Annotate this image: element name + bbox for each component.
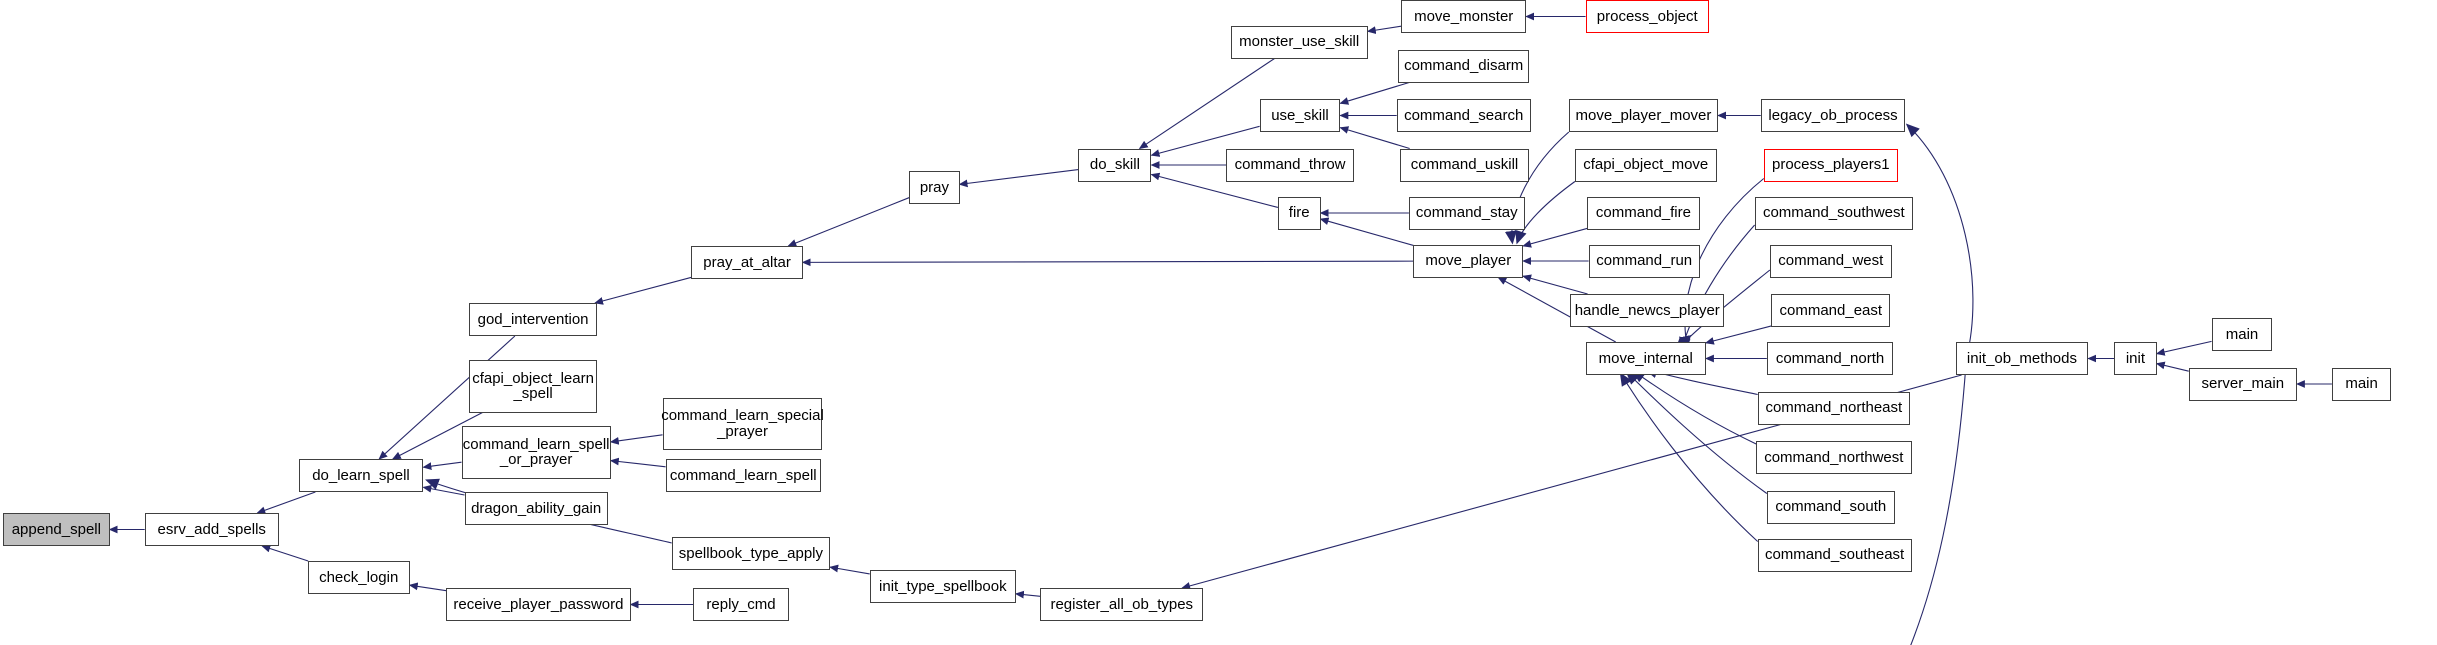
graph-edge-pray_at_altar-to-god_intervention — [594, 276, 692, 305]
graph-edge-register_all_ob_types-to-init_ob_methods — [1203, 359, 1966, 645]
graph-node-legacy_ob_process[interactable]: legacy_ob_process — [1760, 99, 1906, 132]
graph-edge-dragon_ability_gain-to-do_learn_spell — [422, 484, 465, 496]
graph-edge-command_southwest-to-move_internal — [1679, 225, 1755, 351]
graph-node-pray_at_altar[interactable]: pray_at_altar — [691, 246, 803, 279]
graph-edge-init_ob_methods-to-legacy_ob_process — [1905, 123, 1973, 359]
graph-node-register_all_ob_types[interactable]: register_all_ob_types — [1040, 588, 1204, 621]
graph-node-esrv_add_spells[interactable]: esrv_add_spells — [144, 513, 279, 546]
graph-edge-register_all_ob_types-to-init_type_spellbook — [1014, 590, 1041, 599]
graph-edge-command_disarm-to-use_skill — [1339, 81, 1410, 105]
graph-edge-receive_player_password-to-check_login — [408, 582, 447, 592]
graph-node-command_east[interactable]: command_east — [1771, 294, 1891, 327]
graph-edge-move_internal-to-move_player — [1497, 277, 1616, 343]
graph-edge-monster_use_skill-to-do_skill — [1138, 58, 1275, 150]
graph-node-command_learn_special_prayer[interactable]: command_learn_special _prayer — [661, 397, 824, 450]
graph-edge-handle_newcs_player-to-move_player — [1522, 274, 1588, 295]
graph-node-command_south[interactable]: command_south — [1766, 490, 1895, 524]
graph-edge-server_main-to-init — [2155, 361, 2189, 372]
graph-node-use_skill[interactable]: use_skill — [1259, 99, 1341, 132]
graph-node-check_login[interactable]: check_login — [307, 561, 410, 594]
graph-node-reply_cmd[interactable]: reply_cmd — [693, 588, 789, 621]
graph-node-process_object[interactable]: process_object — [1585, 0, 1709, 33]
graph-node-command_stay[interactable]: command_stay — [1408, 196, 1525, 230]
graph-node-command_fire[interactable]: command_fire — [1587, 196, 1700, 230]
graph-node-monster_use_skill[interactable]: monster_use_skill — [1230, 25, 1368, 59]
graph-node-command_north[interactable]: command_north — [1766, 342, 1894, 375]
graph-node-god_intervention[interactable]: god_intervention — [469, 303, 598, 336]
graph-node-command_northwest[interactable]: command_northwest — [1756, 441, 1912, 474]
graph-node-move_monster[interactable]: move_monster — [1401, 0, 1527, 33]
graph-node-command_learn_spell[interactable]: command_learn_spell — [665, 459, 821, 492]
graph-edge-do_learn_spell-to-esrv_add_spells — [256, 491, 316, 514]
graph-edge-move_player_mover-to-move_player — [1504, 132, 1569, 245]
graph-edge-command_uskill-to-use_skill — [1339, 126, 1410, 150]
graph-node-fire[interactable]: fire — [1277, 196, 1321, 230]
graph-edge-command_southeast-to-move_internal — [1619, 372, 1758, 542]
graph-edge-god_intervention-to-do_learn_spell — [378, 335, 516, 460]
graph-node-append_spell[interactable]: append_spell — [3, 513, 110, 546]
graph-edge-command_fire-to-move_player — [1522, 227, 1588, 248]
graph-node-command_southwest[interactable]: command_southwest — [1754, 196, 1914, 230]
graph-edge-move_monster-to-monster_use_skill — [1366, 25, 1402, 35]
graph-node-init_ob_methods[interactable]: init_ob_methods — [1955, 342, 2089, 375]
graph-node-cfapi_object_learn_spell[interactable]: cfapi_object_learn _spell — [469, 360, 598, 413]
graph-node-move_player[interactable]: move_player — [1413, 244, 1524, 278]
graph-edge-check_login-to-esrv_add_spells — [261, 544, 309, 562]
graph-node-move_player_mover[interactable]: move_player_mover — [1568, 99, 1719, 132]
graph-edge-command_east-to-move_internal — [1704, 325, 1772, 345]
graph-edge-init_type_spellbook-to-spellbook_type_apply — [829, 564, 870, 575]
graph-node-do_skill[interactable]: do_skill — [1078, 148, 1152, 182]
graph-edge-command_south-to-move_internal — [1625, 370, 1767, 494]
graph-node-do_learn_spell[interactable]: do_learn_spell — [298, 459, 424, 492]
graph-node-server_main[interactable]: server_main — [2188, 367, 2297, 401]
graph-edge-cfapi_object_learn_spell-to-do_learn_spell — [391, 412, 483, 460]
graph-edge-pray-to-pray_at_altar — [787, 197, 910, 247]
graph-edge-fire-to-do_skill — [1150, 172, 1279, 208]
graph-edge-command_learn_special_prayer-to-command_learn_spell_or_prayer — [609, 434, 663, 445]
graph-node-main_right[interactable]: main — [2331, 367, 2392, 401]
graph-node-main_top[interactable]: main — [2211, 318, 2273, 351]
graph-node-command_throw[interactable]: command_throw — [1226, 148, 1355, 182]
graph-node-dragon_ability_gain[interactable]: dragon_ability_gain — [464, 492, 608, 525]
graph-node-command_run[interactable]: command_run — [1588, 244, 1700, 278]
graph-node-init[interactable]: init — [2114, 342, 2157, 375]
graph-edge-command_learn_spell-to-command_learn_spell_or_prayer — [609, 457, 666, 468]
graph-edge-command_learn_spell_or_prayer-to-do_learn_spell — [422, 461, 462, 471]
graph-node-command_search[interactable]: command_search — [1396, 99, 1531, 132]
graph-edge-move_player-to-fire — [1319, 217, 1414, 246]
graph-node-command_disarm[interactable]: command_disarm — [1398, 49, 1530, 83]
graph-node-command_learn_spell_or_prayer[interactable]: command_learn_spell _or_prayer — [461, 426, 611, 479]
graph-node-process_players1[interactable]: process_players1 — [1763, 148, 1898, 182]
graph-edge-main_top-to-init — [2155, 340, 2212, 356]
graph-edge-cfapi_object_move-to-move_player — [1515, 182, 1575, 245]
graph-edge-move_player-to-pray_at_altar — [801, 258, 1414, 267]
graph-node-command_west[interactable]: command_west — [1769, 244, 1892, 278]
graph-node-handle_newcs_player[interactable]: handle_newcs_player — [1570, 294, 1725, 327]
graph-node-cfapi_object_move[interactable]: cfapi_object_move — [1574, 148, 1717, 182]
graph-node-command_southeast[interactable]: command_southeast — [1757, 538, 1912, 572]
graph-node-spellbook_type_apply[interactable]: spellbook_type_apply — [671, 537, 831, 570]
graph-node-command_uskill[interactable]: command_uskill — [1399, 148, 1530, 182]
graph-node-init_type_spellbook[interactable]: init_type_spellbook — [869, 570, 1016, 603]
graph-node-move_internal[interactable]: move_internal — [1585, 342, 1706, 375]
graph-node-receive_player_password[interactable]: receive_player_password — [446, 588, 631, 621]
graph-node-command_northeast[interactable]: command_northeast — [1757, 391, 1910, 425]
graph-node-pray[interactable]: pray — [909, 171, 960, 204]
graph-edge-use_skill-to-do_skill — [1150, 125, 1260, 157]
graph-edge-do_skill-to-pray — [958, 169, 1079, 188]
